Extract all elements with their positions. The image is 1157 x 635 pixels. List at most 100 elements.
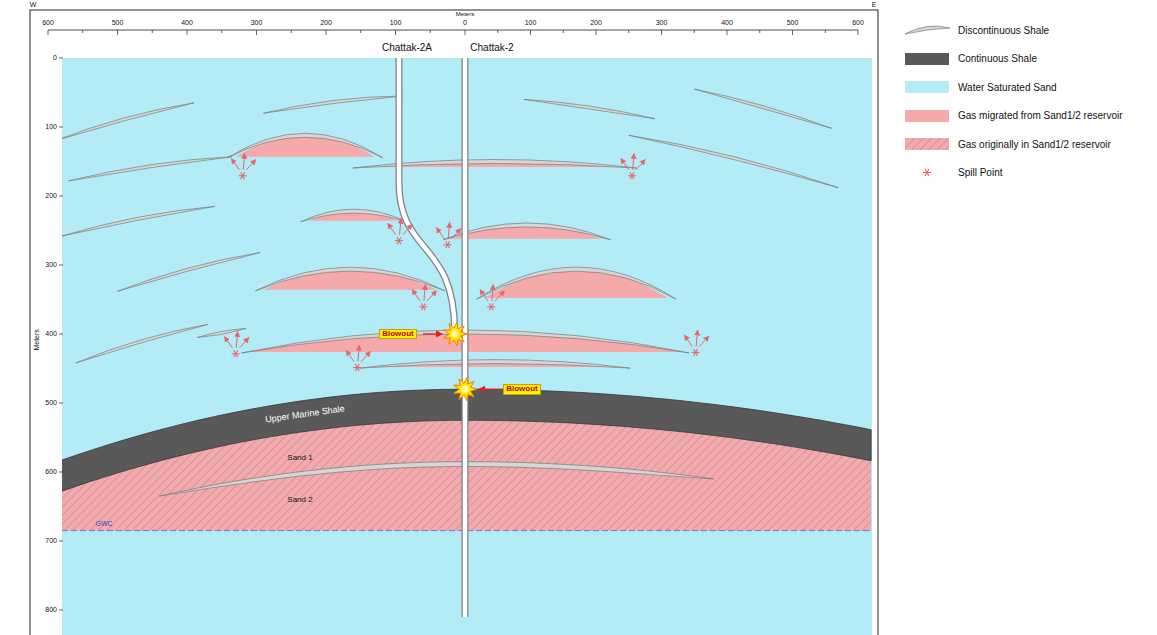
axis-tick-label: 300	[45, 261, 57, 269]
well-chattak-2	[463, 58, 468, 617]
discontinuous-shale	[263, 96, 402, 113]
discontinuous-shale	[62, 206, 215, 236]
spill-arrow	[685, 335, 693, 346]
spill-arrow	[448, 223, 449, 239]
axis-tick	[430, 30, 431, 33]
axis-tick-label: 500	[45, 399, 57, 407]
spill-point	[630, 172, 634, 179]
axis-tick-label: 0	[463, 19, 467, 27]
compass-label: W	[30, 1, 37, 9]
axis-tick	[187, 30, 188, 35]
spill-point	[694, 349, 698, 356]
spill-arrow	[412, 290, 420, 301]
spill-point	[446, 241, 450, 248]
legend-swatch	[905, 81, 949, 93]
discontinuous-shale	[905, 26, 950, 34]
spill-point	[694, 349, 698, 356]
axis-tick-label: 500	[787, 19, 799, 27]
axis-tick	[395, 30, 396, 35]
discontinuous-shale	[301, 209, 407, 222]
spill-point	[925, 169, 929, 176]
axis-tick	[82, 30, 83, 33]
axis-tick	[59, 58, 63, 59]
discontinuous-shale	[118, 253, 260, 292]
axis-tick-label: 600	[852, 19, 864, 27]
axis-tick	[48, 30, 49, 35]
axis-tick	[661, 30, 662, 35]
axis-tick	[152, 30, 153, 33]
compass-label: E	[872, 1, 877, 9]
contact-label: GWC	[95, 520, 112, 528]
discontinuous-shale	[353, 160, 637, 169]
blowout-star	[444, 322, 467, 346]
axis-tick	[59, 541, 63, 542]
discontinuous-shale	[255, 267, 445, 291]
axis-tick-label: 100	[45, 123, 57, 131]
axis-tick	[563, 30, 564, 33]
well-chattak-2a	[399, 58, 455, 331]
spill-arrow	[361, 352, 370, 362]
axis-tick	[465, 30, 466, 35]
axis-tick-label: 0	[53, 54, 57, 62]
legend-text: Continuous Shale	[958, 53, 1037, 64]
spill-point	[923, 169, 931, 176]
spill-point	[621, 154, 645, 179]
legend-text: Gas migrated from Sand1/2 reservoir	[958, 110, 1123, 121]
axis-tick	[59, 334, 63, 335]
spill-arrow	[437, 228, 445, 239]
axis-title: Meters	[456, 11, 474, 18]
spill-point	[397, 237, 401, 244]
discontinuous-shale	[694, 89, 832, 128]
axis-tick-label: 100	[525, 19, 537, 27]
discontinuous-shale	[228, 133, 383, 157]
discontinuous-shale	[197, 328, 246, 337]
axis-tick	[628, 30, 629, 33]
formation-label: Sand 2	[287, 496, 312, 505]
discontinuous-shale	[360, 360, 631, 369]
discontinuous-shale	[629, 135, 839, 187]
well-chattak-2	[462, 58, 469, 617]
axis-tick-label: 200	[320, 19, 332, 27]
legend-swatch	[905, 110, 949, 122]
blowout-label: Blowout	[503, 384, 541, 395]
spill-point	[234, 350, 238, 357]
axis-tick	[792, 30, 793, 35]
well-chattak-2a	[399, 58, 455, 331]
spill-arrow	[696, 330, 697, 346]
spill-arrow	[240, 338, 249, 348]
spill-arrow	[247, 160, 256, 170]
spill-point	[241, 172, 245, 179]
legend-text: Gas originally in Sand1/2 reservoir	[958, 139, 1111, 150]
axis-tick-label: 600	[42, 19, 54, 27]
axis-line	[48, 30, 858, 31]
spill-arrow	[358, 346, 359, 362]
spill-arrow	[225, 337, 233, 348]
spill-arrow	[636, 160, 645, 170]
axis-tick-label: 400	[721, 19, 733, 27]
spill-point	[437, 223, 461, 248]
axis-tick-label: 200	[590, 19, 602, 27]
axis-tick	[530, 30, 531, 35]
axis-tick	[59, 265, 63, 266]
formation-label: Sand 1	[287, 454, 312, 463]
spill-arrow	[388, 224, 396, 235]
water-sand	[62, 58, 872, 635]
axis-tick	[59, 196, 63, 197]
spill-arrow	[633, 154, 634, 170]
axis-tick-label: 700	[45, 537, 57, 545]
legend-text: Water Saturated Sand	[958, 82, 1057, 93]
axis-tick	[727, 30, 728, 35]
axis-tick-label: 500	[112, 19, 124, 27]
spill-point	[489, 303, 493, 310]
frame	[30, 10, 878, 635]
spill-point	[421, 303, 425, 310]
discontinuous-shale	[159, 462, 714, 497]
gas-lens	[236, 135, 375, 156]
spill-point	[346, 346, 370, 371]
spill-arrow	[400, 219, 401, 235]
spill-arrow	[495, 291, 504, 301]
blowout-star	[451, 330, 458, 337]
blowout-arrow	[423, 333, 442, 334]
discontinuous-shale	[477, 267, 676, 299]
spill-arrow	[699, 336, 708, 346]
